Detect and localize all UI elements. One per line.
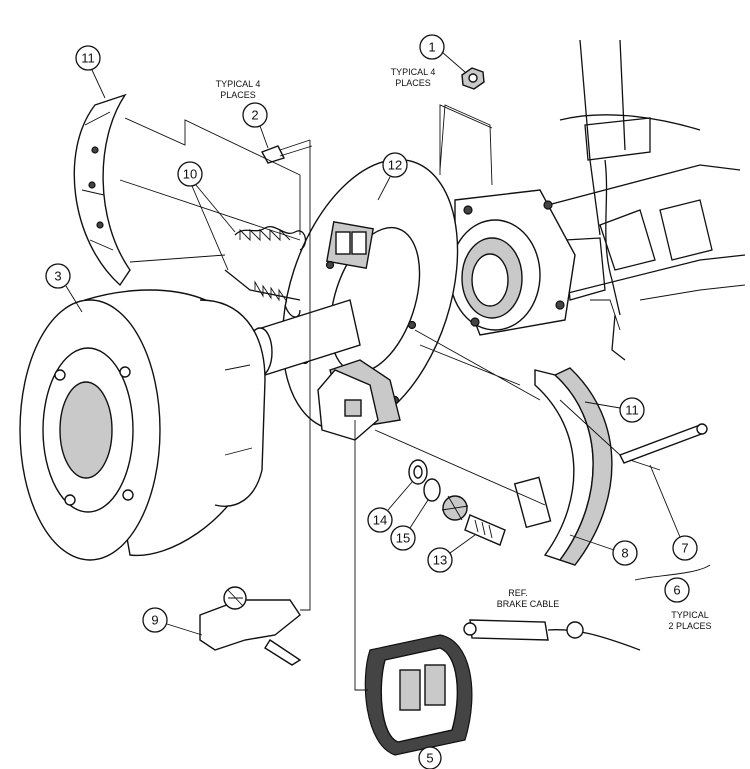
callout-3: 3 bbox=[45, 263, 83, 313]
callout-6: 6 bbox=[634, 564, 711, 603]
nut bbox=[461, 67, 485, 90]
svg-text:2: 2 bbox=[251, 108, 258, 123]
svg-text:5: 5 bbox=[426, 751, 433, 766]
brake-shoe-upper-left bbox=[73, 93, 131, 287]
callout-8: 8 bbox=[569, 534, 638, 566]
svg-text:11: 11 bbox=[81, 51, 95, 66]
svg-text:10: 10 bbox=[183, 167, 197, 182]
brake-cable bbox=[463, 619, 641, 651]
callout-14: 14 bbox=[367, 481, 413, 533]
svg-text:13: 13 bbox=[433, 553, 447, 568]
park-brake-lever bbox=[199, 586, 302, 666]
note-typical-4-left-line2: PLACES bbox=[220, 90, 256, 100]
note-ref-line2: BRAKE CABLE bbox=[497, 599, 560, 609]
axle-flange bbox=[439, 104, 576, 336]
note-typical-2-line2: 2 PLACES bbox=[668, 621, 711, 631]
note-typical-4-right-line1: TYPICAL 4 bbox=[391, 67, 436, 77]
note-typical-4-left-line1: TYPICAL 4 bbox=[216, 79, 261, 89]
svg-text:11: 11 bbox=[625, 403, 639, 418]
pin bbox=[619, 423, 708, 464]
svg-text:8: 8 bbox=[621, 546, 628, 561]
brake-shoe-lower-right bbox=[513, 367, 613, 566]
return-springs bbox=[224, 226, 307, 318]
mounting-bolt bbox=[260, 139, 313, 164]
callout-7: 7 bbox=[649, 464, 698, 561]
callout-11-upper: 11 bbox=[75, 45, 106, 99]
callout-12: 12 bbox=[377, 152, 408, 201]
callout-1: 1 bbox=[419, 34, 466, 73]
brake-drum bbox=[19, 289, 266, 561]
svg-text:6: 6 bbox=[673, 583, 680, 598]
svg-text:1: 1 bbox=[428, 40, 435, 55]
svg-text:7: 7 bbox=[681, 541, 688, 556]
note-ref-line1: REF. bbox=[508, 588, 528, 598]
callout-15: 15 bbox=[390, 499, 429, 551]
adjuster-bracket bbox=[317, 369, 379, 441]
note-typical-4-right-line2: PLACES bbox=[395, 78, 431, 88]
note-typical-2-line1: TYPICAL bbox=[671, 610, 709, 620]
callout-5: 5 bbox=[418, 746, 442, 769]
callout-11-lower: 11 bbox=[584, 397, 645, 423]
notes: TYPICAL 4 PLACES TYPICAL 4 PLACES TYPICA… bbox=[216, 67, 712, 631]
adjuster-parts bbox=[408, 459, 506, 546]
svg-text:12: 12 bbox=[388, 158, 402, 173]
assembly-lines bbox=[119, 104, 661, 691]
svg-text:9: 9 bbox=[151, 613, 158, 628]
svg-text:3: 3 bbox=[54, 269, 61, 284]
callout-2: 2 bbox=[242, 102, 269, 149]
access-cover bbox=[364, 634, 473, 756]
callout-10: 10 bbox=[177, 161, 236, 271]
svg-text:14: 14 bbox=[373, 513, 387, 528]
callouts: 1 2 3 5 6 7 8 bbox=[45, 34, 711, 769]
callout-13: 13 bbox=[427, 534, 476, 573]
svg-text:15: 15 bbox=[396, 531, 410, 546]
callout-9: 9 bbox=[142, 607, 203, 636]
